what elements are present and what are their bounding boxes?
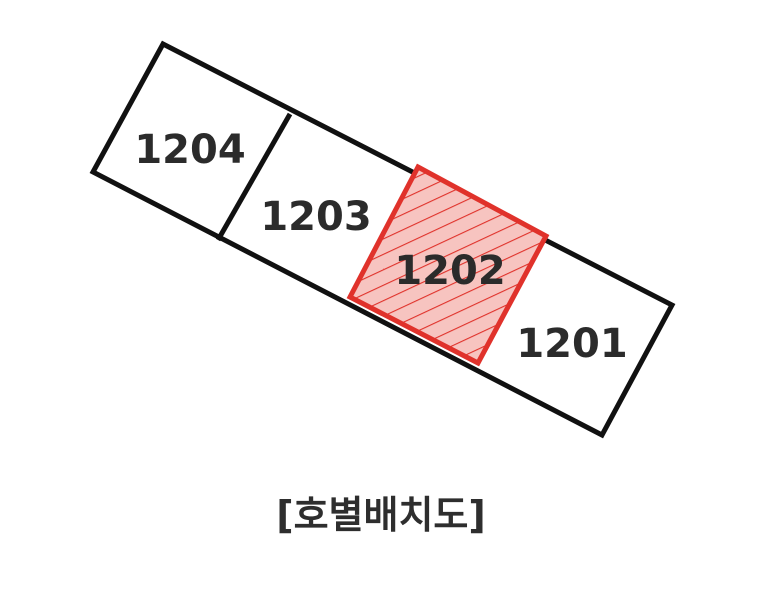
unit-label-1201: 1201 [516,321,627,367]
unit-label-1204: 1204 [134,127,245,173]
diagram-caption: [호별배치도] [276,493,486,537]
unit-1202-highlight [346,163,550,367]
divider-1204-1203 [215,112,293,242]
unit-label-1202: 1202 [394,248,505,294]
unit-label-1203: 1203 [260,194,371,240]
